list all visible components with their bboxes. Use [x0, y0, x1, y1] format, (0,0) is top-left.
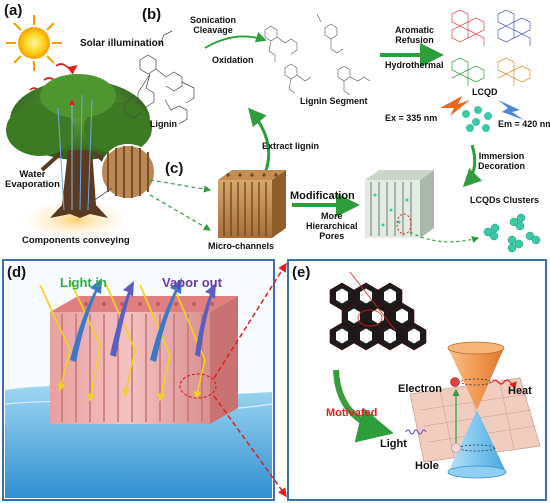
panel-d-frame — [2, 259, 275, 501]
immersion-arrow — [462, 144, 482, 188]
panel-label-e: (e) — [292, 264, 311, 281]
dashed-link-lower — [149, 194, 212, 231]
conduction-cone-icon — [447, 341, 505, 410]
hydrothermal-label: Hydrothermal — [385, 60, 444, 70]
heat-label: Heat — [508, 385, 532, 397]
micro-channels-label: Micro-channels — [208, 241, 275, 251]
cluster-zoom-arrow — [409, 231, 480, 244]
heat-wave-icon — [491, 379, 517, 389]
light-in-label: Light in — [60, 275, 107, 290]
emission-light-icon — [498, 100, 524, 120]
dashed-link-upper — [149, 179, 212, 193]
light-wave-icon — [405, 429, 427, 435]
excitation-label: Ex = 335 nm — [385, 113, 438, 123]
lignin-segment-icons — [264, 13, 371, 96]
lignin-segment-label: Lignin Segment — [300, 96, 368, 106]
incident-light-arrows — [39, 279, 206, 402]
micro-channel-block-icon — [218, 170, 286, 238]
valence-cone-icon — [447, 410, 507, 479]
hole-label: Hole — [415, 460, 439, 472]
hierarchical-pore-block-icon — [365, 170, 434, 238]
connector-line-upper — [213, 262, 287, 379]
light-label: Light — [380, 438, 407, 450]
panel-label-d: (d) — [7, 264, 27, 281]
emission-label: Em = 420 nm — [498, 119, 550, 129]
evaporator-block-icon — [50, 296, 238, 424]
motivated-label: Motivated — [326, 407, 378, 419]
connector-line-lower — [213, 395, 287, 498]
lcqd-label: LCQD — [472, 87, 498, 97]
solar-illumination-label: Solar illumination — [80, 38, 164, 49]
components-conveying-label: Components conveying — [22, 235, 130, 246]
panel-e-frame — [287, 259, 547, 501]
extract-lignin-label: Extract lignin — [262, 141, 320, 151]
honeycomb-structure-icon — [329, 271, 427, 351]
oxidation-label: Oxidation — [212, 55, 254, 65]
panel-label-b: (b) — [142, 6, 162, 23]
excitation-light-icon — [440, 96, 470, 116]
lignin-molecule-icon — [124, 30, 195, 125]
panel-label-c: (c) — [165, 160, 184, 177]
tree-icon — [6, 74, 152, 218]
lcqd-cluster-icon — [483, 213, 541, 253]
water-flow-arrows — [57, 94, 93, 211]
sonication-arrow — [204, 32, 267, 49]
wood-zoom-inset — [85, 144, 156, 207]
electron-label: Electron — [398, 383, 443, 395]
hole-icon — [451, 443, 461, 453]
sun-icon — [6, 15, 62, 71]
motivated-arrow — [333, 369, 394, 443]
modification-label: Modification — [290, 190, 355, 202]
vapor-out-arrows — [70, 278, 216, 362]
electron-icon — [450, 377, 460, 387]
panel-label-a: (a) — [4, 2, 23, 19]
lcqds-clusters-label: LCQDs Clusters — [470, 195, 540, 205]
lignin-label: Lignin — [150, 119, 177, 129]
lcqd-dots-icon — [462, 106, 492, 132]
zoom-circle-d — [179, 373, 217, 399]
vapor-out-label: Vapor out — [162, 275, 222, 290]
lcqd-structure-icons — [451, 9, 531, 86]
ground-glow — [15, 198, 135, 242]
